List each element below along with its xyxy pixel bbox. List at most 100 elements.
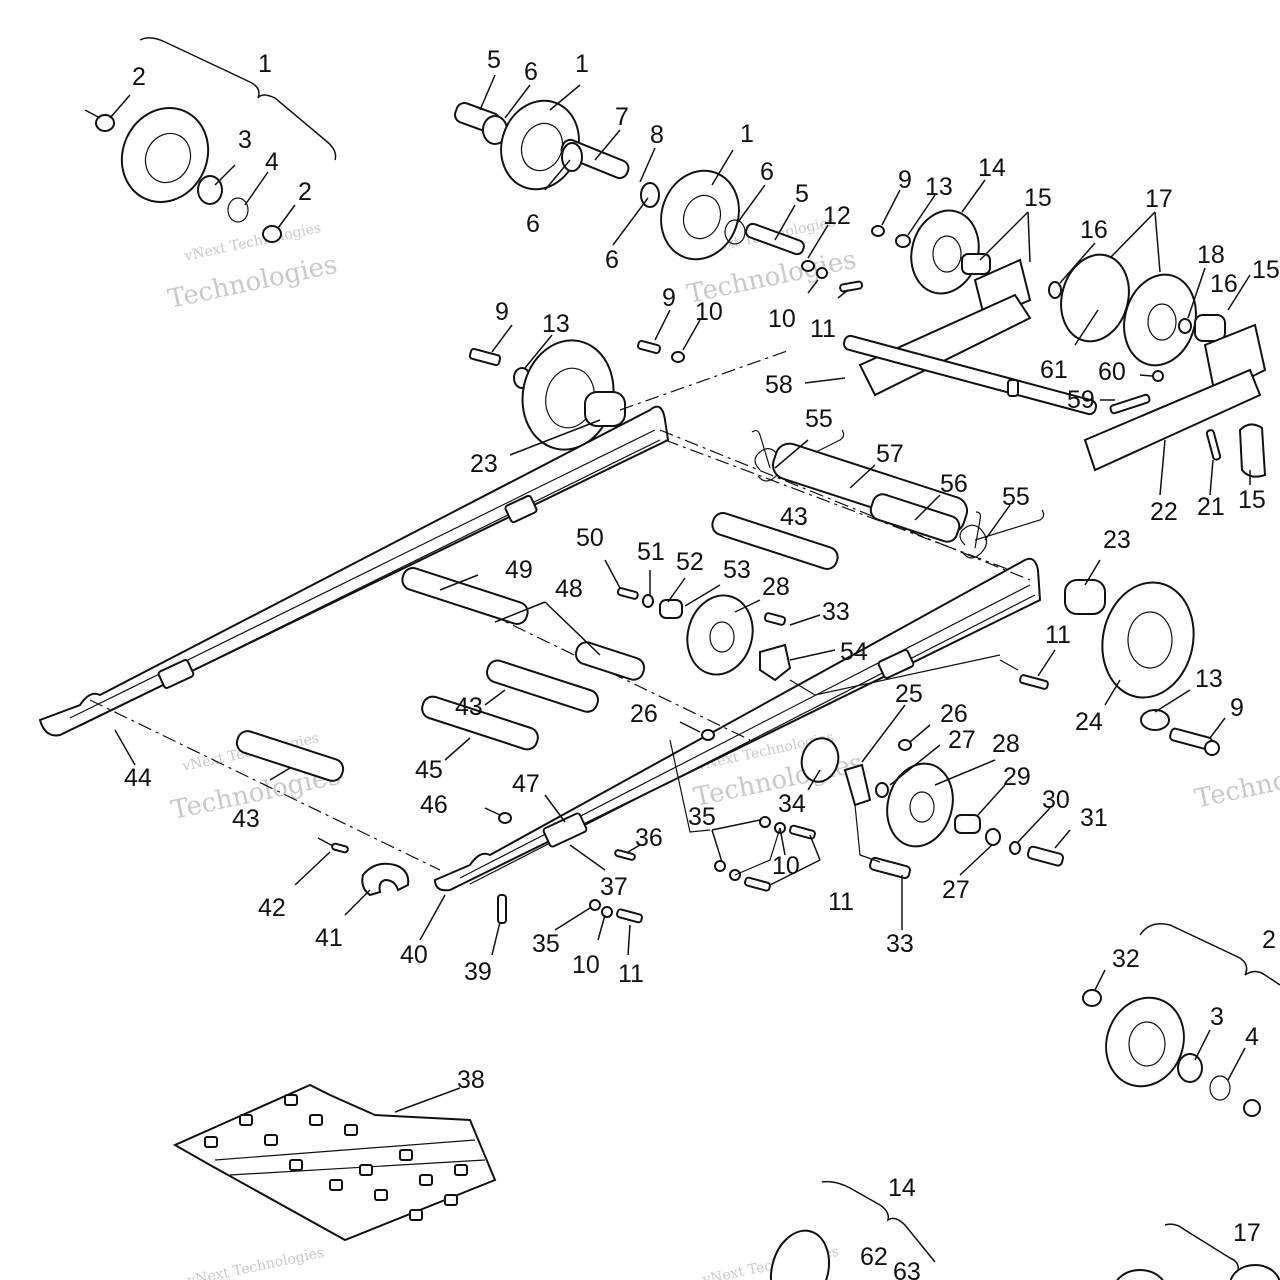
callout-label: 23 (470, 450, 498, 478)
callout-label: 38 (457, 1066, 485, 1094)
callout-label: 59 (1067, 386, 1095, 414)
callout-label: 30 (1042, 786, 1070, 814)
bottom-partial-assemblies (770, 1180, 1280, 1280)
callout-label: 61 (1040, 356, 1068, 384)
callout-label: 10 (768, 305, 796, 333)
front-wheel-axle (454, 74, 864, 299)
callout-label: 12 (823, 202, 851, 230)
callout-label: 17 (1145, 185, 1173, 213)
rear-arm-assembly (804, 179, 1267, 496)
callout-label: 53 (723, 556, 751, 584)
callout-label: 62 (860, 1243, 888, 1271)
wheel-assembly-left (84, 37, 337, 243)
track-lugs (204, 1094, 468, 1221)
track-belt (172, 1083, 497, 1242)
lower-left-hardware (294, 794, 643, 956)
callout-label: 11 (618, 960, 644, 988)
callout-label: 15 (1252, 256, 1280, 284)
mid-wheel-left (468, 309, 701, 456)
wheel-assembly-right (1082, 923, 1280, 1117)
cross-tubes (235, 512, 839, 782)
callout-label: 3 (1210, 1003, 1224, 1031)
callout-label: 31 (1080, 804, 1108, 832)
callout-label: 9 (495, 298, 509, 326)
callout-label: 43 (780, 503, 808, 531)
callout-label: 44 (124, 764, 152, 792)
callout-label: 58 (765, 371, 793, 399)
callout-label: 11 (828, 888, 854, 916)
callout-label: 63 (893, 1258, 921, 1280)
callout-label: 1 (740, 120, 754, 148)
callout-label: 22 (1150, 498, 1178, 526)
callout-label: 33 (886, 930, 914, 958)
rear-idler-right (999, 559, 1226, 756)
callout-labels: 1 2 3 4 2 5 6 1 7 8 1 6 5 6 6 12 10 11 9… (124, 46, 1280, 1280)
callout-label: 2 (1262, 926, 1276, 954)
center-idler (604, 559, 1001, 696)
callout-label: 48 (555, 575, 583, 603)
callout-label: 5 (487, 46, 501, 74)
callout-label: 11 (1045, 621, 1071, 649)
callout-label: 57 (876, 440, 904, 468)
callout-label: 9 (1230, 694, 1244, 722)
callout-label: 1 (575, 50, 589, 78)
callout-label: 6 (524, 58, 538, 86)
callout-label: 26 (630, 700, 658, 728)
callout-label: 9 (898, 166, 912, 194)
callout-label: 21 (1197, 493, 1225, 521)
callout-label: 35 (532, 930, 560, 958)
callout-label: 3 (238, 126, 252, 154)
callout-label: 13 (542, 310, 570, 338)
callout-label: 14 (888, 1174, 916, 1202)
callout-label: 2 (298, 178, 312, 206)
callout-label: 15 (1238, 486, 1266, 514)
callout-label: 43 (455, 693, 483, 721)
callout-label: 6 (526, 210, 540, 238)
callout-label: 47 (512, 770, 540, 798)
callout-label: 32 (1112, 945, 1140, 973)
callout-label: 7 (615, 103, 629, 131)
callout-label: 55 (1002, 483, 1030, 511)
callout-label: 23 (1103, 526, 1131, 554)
callout-label: 11 (810, 315, 836, 343)
callout-label: 50 (576, 524, 604, 552)
callout-label: 17 (1233, 1219, 1261, 1247)
callout-label: 39 (464, 958, 492, 986)
callout-label: 60 (1098, 358, 1126, 386)
callout-label: 36 (635, 824, 663, 852)
callout-label: 14 (978, 154, 1006, 182)
callout-label: 35 (688, 803, 716, 831)
callout-label: 37 (600, 873, 628, 901)
slide-rails (38, 349, 1042, 941)
callout-label: 51 (637, 538, 665, 566)
callout-label: 27 (948, 726, 976, 754)
callout-label: 9 (662, 284, 676, 312)
callout-label: 13 (1195, 665, 1223, 693)
callout-label: 10 (772, 852, 800, 880)
callout-label: 6 (605, 246, 619, 274)
callout-label: 56 (940, 470, 968, 498)
callout-label: 33 (822, 598, 850, 626)
callout-label: 10 (695, 298, 723, 326)
callout-label: 15 (1024, 184, 1052, 212)
callout-label: 49 (505, 556, 533, 584)
callout-label: 34 (778, 790, 806, 818)
callout-label: 55 (805, 405, 833, 433)
callout-label: 5 (795, 180, 809, 208)
callout-label: 4 (265, 148, 279, 176)
callout-label: 40 (400, 941, 428, 969)
callout-label: 42 (258, 894, 286, 922)
callout-label: 41 (315, 924, 343, 952)
callout-label: 13 (925, 173, 953, 201)
callout-label: 27 (942, 876, 970, 904)
callout-label: 25 (895, 680, 923, 708)
callout-label: 29 (1003, 763, 1031, 791)
callout-label: 54 (840, 638, 868, 666)
callout-label: 16 (1210, 270, 1238, 298)
callout-label: 1 (258, 50, 272, 78)
callout-label: 6 (760, 158, 774, 186)
callout-label: 26 (940, 700, 968, 728)
callout-label: 45 (415, 756, 443, 784)
